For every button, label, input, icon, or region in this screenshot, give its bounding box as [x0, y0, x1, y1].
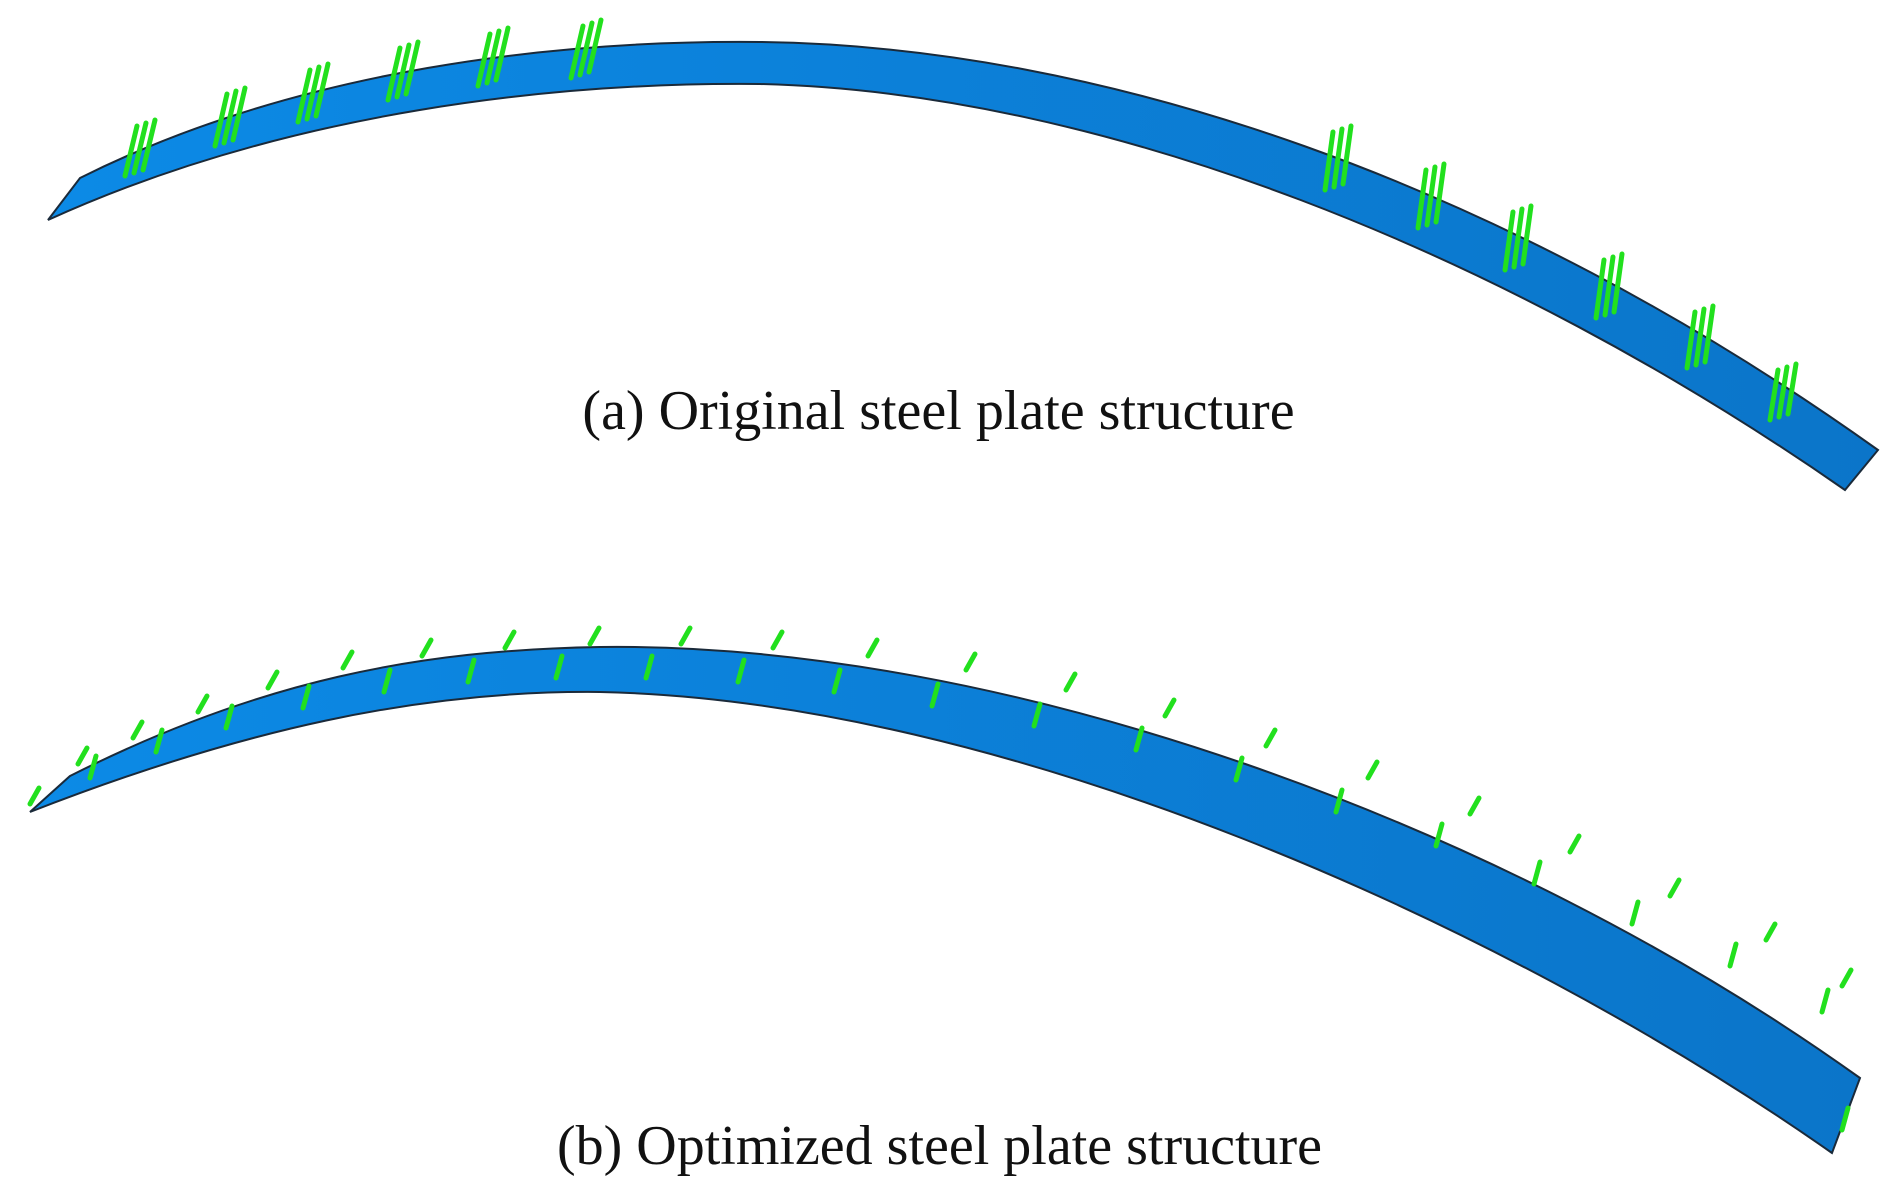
- stiffener-b-top-7: [502, 629, 517, 651]
- stiffener-a-11-2: [1785, 361, 1799, 417]
- stiffener-a-10-0: [1684, 309, 1698, 371]
- stiffener-a-7-0: [1415, 167, 1429, 231]
- stiffener-a-6-1: [1331, 126, 1345, 190]
- stiffener-b-top-16: [1365, 759, 1380, 781]
- stiffener-a-8-1: [1511, 206, 1525, 270]
- stiffener-a-5-0: [568, 23, 586, 81]
- stiffener-a-4-0: [475, 31, 493, 89]
- stiffener-a-3-0: [385, 45, 403, 103]
- stiffener-a-5-2: [586, 17, 604, 75]
- stiffener-b-bottom-4: [381, 667, 393, 695]
- stiffener-b-bottom-20: [1839, 1105, 1851, 1133]
- caption-panel-a: (a) Original steel plate structure: [582, 380, 1295, 442]
- stiffener-a-10-2: [1702, 303, 1716, 365]
- stiffener-b-top-6: [419, 637, 434, 659]
- stiffener-b-bottom-19: [1819, 987, 1831, 1015]
- stiffeners-b: [27, 625, 1854, 1133]
- stiffener-b-bottom-11: [1031, 701, 1043, 729]
- stiffener-a-10-1: [1693, 306, 1707, 368]
- stiffener-b-top-1: [75, 745, 90, 767]
- stiffener-a-1-0: [212, 91, 230, 149]
- stiffener-a-2-1: [304, 64, 322, 122]
- stiffener-a-8-2: [1520, 203, 1534, 267]
- stiffener-a-0-0: [122, 123, 140, 179]
- stiffener-b-bottom-9: [831, 667, 843, 695]
- stiffener-a-1-1: [221, 88, 239, 146]
- stiffener-b-bottom-3: [300, 683, 312, 711]
- stiffener-b-bottom-15: [1433, 821, 1445, 849]
- panel-b: [27, 625, 1862, 1155]
- stiffener-b-top-14: [1162, 697, 1177, 719]
- stiffener-a-5-1: [577, 20, 595, 78]
- stiffener-b-bottom-6: [553, 653, 565, 681]
- stiffener-a-8-0: [1502, 209, 1516, 273]
- stiffener-a-9-0: [1593, 257, 1607, 321]
- stiffener-b-bottom-10: [929, 681, 941, 709]
- stiffener-b-top-12: [963, 651, 978, 673]
- stiffener-a-11-1: [1776, 364, 1790, 420]
- stiffener-b-top-2: [130, 719, 145, 741]
- stiffener-b-bottom-13: [1233, 755, 1245, 783]
- stiffener-b-top-17: [1467, 795, 1482, 817]
- stiffener-a-0-1: [131, 120, 149, 176]
- stiffener-b-top-15: [1263, 727, 1278, 749]
- stiffener-a-9-2: [1611, 251, 1625, 315]
- stiffener-a-6-2: [1340, 123, 1354, 187]
- stiffener-b-top-5: [340, 649, 355, 671]
- stiffener-a-7-2: [1433, 161, 1447, 225]
- stiffener-a-1-2: [230, 85, 248, 143]
- stiffener-a-4-2: [493, 25, 511, 83]
- stiffener-b-bottom-7: [643, 653, 655, 681]
- stiffener-a-0-2: [140, 117, 158, 173]
- stiffener-b-top-21: [1839, 967, 1854, 989]
- stiffener-b-top-8: [587, 625, 602, 647]
- stiffener-a-7-1: [1424, 164, 1438, 228]
- stiffener-b-bottom-18: [1727, 941, 1739, 969]
- stiffener-b-bottom-8: [735, 657, 747, 685]
- stiffener-b-bottom-16: [1531, 859, 1543, 887]
- stiffener-b-bottom-17: [1629, 899, 1641, 927]
- stiffener-b-top-18: [1567, 833, 1582, 855]
- stiffener-b-top-13: [1063, 671, 1078, 693]
- stiffener-b-top-10: [770, 629, 785, 651]
- stiffener-a-3-2: [403, 39, 421, 97]
- stiffener-a-6-0: [1322, 129, 1336, 193]
- stiffener-b-top-4: [265, 669, 280, 691]
- stiffener-b-bottom-5: [465, 657, 477, 685]
- caption-panel-b: (b) Optimized steel plate structure: [556, 1115, 1323, 1177]
- stiffener-b-bottom-1: [153, 727, 165, 755]
- stiffener-a-4-1: [484, 28, 502, 86]
- stiffener-b-bottom-0: [87, 753, 99, 781]
- panel-a: [47, 17, 1880, 492]
- stiffener-a-2-2: [313, 61, 331, 119]
- stiffener-a-2-0: [295, 67, 313, 125]
- plate-b: [29, 645, 1862, 1155]
- stiffener-b-bottom-2: [223, 703, 235, 731]
- stiffener-b-top-0: [27, 785, 42, 807]
- stiffener-b-top-20: [1763, 921, 1778, 943]
- stiffener-b-bottom-12: [1133, 725, 1145, 753]
- stiffener-a-9-1: [1602, 254, 1616, 318]
- stiffener-a-11-0: [1767, 367, 1781, 423]
- stiffener-b-top-3: [195, 693, 210, 715]
- stiffener-b-bottom-14: [1333, 787, 1345, 815]
- stiffener-b-top-19: [1667, 877, 1682, 899]
- stiffener-b-top-11: [865, 637, 880, 659]
- stiffener-a-3-1: [394, 42, 412, 100]
- stiffener-b-top-9: [678, 625, 693, 647]
- stiffeners-a: [122, 17, 1799, 423]
